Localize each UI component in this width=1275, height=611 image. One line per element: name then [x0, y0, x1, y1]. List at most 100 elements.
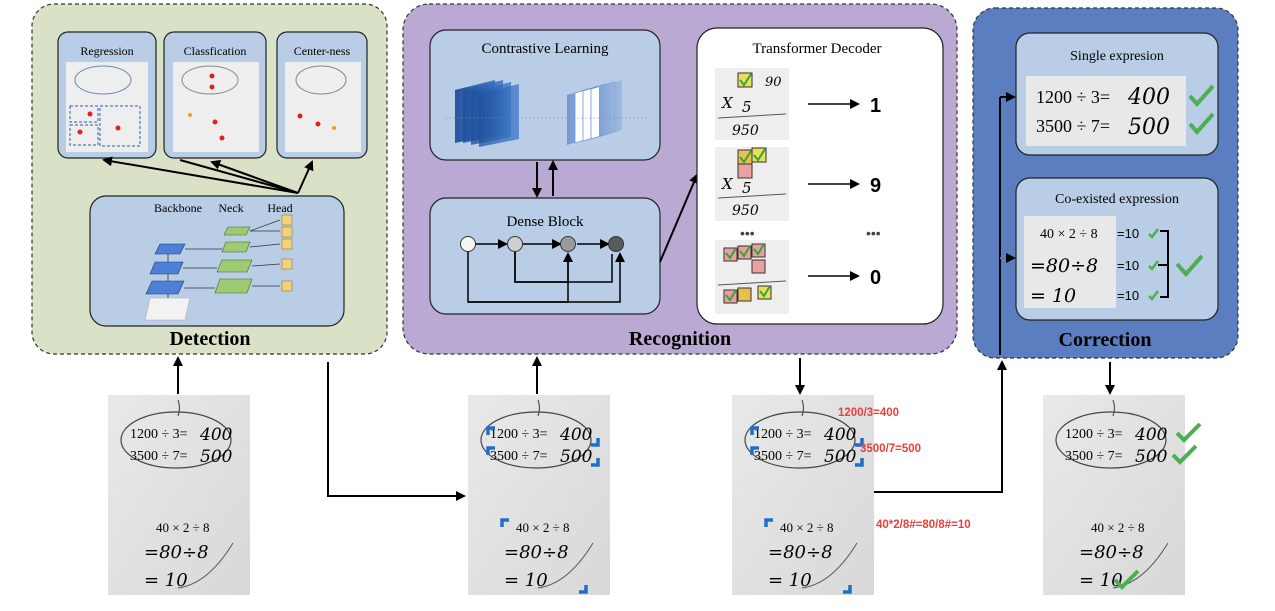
bbox-corner: [579, 585, 588, 594]
sample2-bot: 950: [732, 203, 759, 219]
regression-label: Regression: [80, 44, 133, 58]
dense-node-2: [507, 236, 523, 252]
sheet-line1-hand: 400: [199, 425, 233, 445]
check-icon: [1148, 260, 1159, 271]
single-line1: 1200 ÷ 3=: [1036, 87, 1110, 107]
sheet-line1: 1200 ÷ 3=: [490, 427, 548, 442]
sheet-line3: 40 × 2 ÷ 8: [156, 520, 209, 535]
detection-panel: Regression Classfication Center-ness: [31, 3, 388, 355]
neck-label: Neck: [218, 201, 243, 215]
head-cubes: [249, 214, 293, 292]
coexisted-result-1: =10: [1117, 226, 1139, 241]
regression-box: Regression: [57, 31, 157, 159]
check-icon: [1175, 422, 1202, 443]
recognition-title: Recognition: [629, 328, 731, 350]
head-label: Head: [267, 201, 292, 215]
dense-block-label: Dense Block: [506, 214, 584, 230]
feature-cubes-light: [567, 80, 622, 145]
bbox-corner: [764, 518, 773, 527]
sample1-x: X: [721, 94, 734, 112]
bbox-corner: [591, 458, 600, 467]
feature-cubes-dark: [455, 80, 519, 147]
bbox-corner: [750, 446, 759, 455]
classification-box: Classfication: [163, 31, 267, 159]
input-sheet: 1200 ÷ 3= 400 3500 ÷ 7= 500 40 × 2 ÷ 8 =80÷8 =…: [108, 395, 250, 595]
sheet-line4: =80÷8: [1079, 542, 1144, 563]
sheet-line1: 1200 ÷ 3=: [1065, 427, 1123, 442]
sheet-line2: 3500 ÷ 7=: [754, 449, 812, 464]
sheet-line4: =80÷8: [144, 542, 209, 563]
recognized-text-3: 40*2/8#=80/8#=10: [876, 519, 971, 531]
bbox-corner: [486, 446, 495, 455]
sheet-line5: = 10: [504, 570, 548, 591]
sheet-line2-hand: 500: [824, 447, 857, 467]
sheet-line1-hand: 400: [559, 425, 593, 445]
sheet-line2: 3500 ÷ 7=: [130, 449, 188, 464]
detection-title: Detection: [169, 328, 250, 350]
sample1-mid: 5: [742, 98, 752, 116]
coexisted-line2: =80÷8: [1030, 255, 1098, 277]
dense-node-1: [460, 236, 476, 252]
coexisted-label: Co-existed expression: [1055, 192, 1179, 207]
dense-node-4: [608, 236, 624, 252]
bbox-corner: [591, 438, 600, 447]
classification-label: Classfication: [184, 44, 247, 58]
coexisted-line3: = 10: [1030, 285, 1076, 307]
check-icon: [1148, 228, 1159, 239]
check-icon: [1148, 290, 1159, 301]
check-icon: [1188, 84, 1215, 108]
check-icon: [1188, 112, 1215, 136]
backbone-box: Backbone Neck Head: [89, 195, 345, 327]
correction-title: Correction: [1059, 329, 1152, 351]
recognition-panel: Contrastive Learning Dense Block: [402, 3, 958, 355]
recognized-text-2: 3500/7=500: [860, 443, 921, 455]
coexisted-result-2: =10: [1117, 258, 1139, 273]
sheet-line1-hand: 400: [1134, 425, 1168, 445]
check-icon: [1175, 254, 1204, 277]
coexisted-result-3: =10: [1117, 288, 1139, 303]
dense-block-box: Dense Block: [429, 197, 661, 315]
output-1: 1: [870, 95, 881, 117]
single-expression-label: Single expresion: [1070, 49, 1164, 64]
coexisted-expression-box: Co-existed expression 40 × 2 ÷ 8 =80÷8 =…: [1015, 177, 1219, 321]
backbone-label: Backbone: [154, 201, 202, 215]
sheet-line5: = 10: [144, 570, 188, 591]
output-2: 9: [870, 175, 881, 197]
sheet-line3: 40 × 2 ÷ 8: [780, 520, 833, 535]
centerness-box: Center-ness: [276, 31, 368, 159]
sheet-line2-hand: 500: [560, 447, 593, 467]
decoder-sample-2: X 5 950: [715, 147, 789, 221]
sheet-line2-hand: 500: [200, 447, 233, 467]
correction-panel: Single expresion 1200 ÷ 3= 400 3500 ÷ 7=…: [972, 7, 1239, 359]
sheet-line2: 3500 ÷ 7=: [1065, 449, 1123, 464]
single-expression-box: Single expresion 1200 ÷ 3= 400 3500 ÷ 7=…: [1015, 32, 1219, 156]
bbox-corner: [486, 426, 495, 435]
bbox-corner: [750, 426, 759, 435]
contrastive-label: Contrastive Learning: [481, 41, 609, 57]
ellipsis-left: •••: [740, 225, 755, 241]
bbox-corner: [855, 458, 864, 467]
sheet-line1-hand: 400: [823, 425, 857, 445]
transformer-label: Transformer Decoder: [753, 41, 882, 57]
decoder-sample-3: [715, 240, 789, 314]
check-icon: [1113, 569, 1140, 590]
sample1-digits: 90: [765, 75, 782, 90]
single-line2: 3500 ÷ 7=: [1036, 116, 1110, 136]
sheet-line4: =80÷8: [768, 542, 833, 563]
bbox-corner: [843, 585, 852, 594]
bbox-corner: [855, 438, 864, 447]
transformer-box: Transformer Decoder 90 X 5 950 1: [696, 27, 944, 325]
check-icon: [1171, 444, 1198, 465]
single-line1-hand: 400: [1127, 85, 1170, 110]
dense-node-3: [560, 236, 576, 252]
output-3: 0: [870, 267, 881, 289]
sheet-line4: =80÷8: [504, 542, 569, 563]
sample2-x: X: [721, 175, 734, 193]
bbox-corner: [500, 518, 509, 527]
single-line2-hand: 500: [1128, 115, 1170, 140]
sheet-line1: 1200 ÷ 3=: [130, 427, 188, 442]
